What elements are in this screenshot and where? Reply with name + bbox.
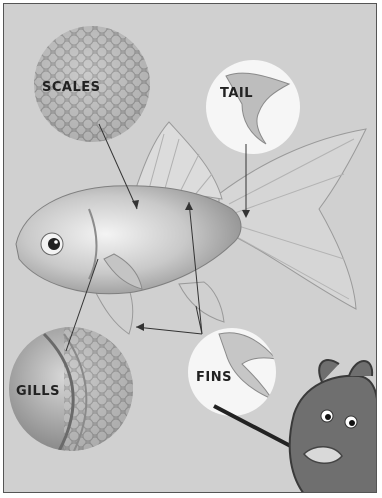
diagram-frame: SCALES TAIL GILLS FINS: [3, 3, 377, 493]
label-tail: TAIL: [220, 86, 253, 101]
label-gills: GILLS: [16, 384, 60, 399]
fish-tail: [219, 129, 366, 309]
label-scales: SCALES: [42, 80, 101, 95]
goldfish-diagram-svg: [4, 4, 377, 493]
anal-fin: [179, 282, 224, 322]
label-fins: FINS: [196, 370, 232, 385]
ventral-fin: [94, 289, 133, 334]
tail-zoom-circle: [206, 60, 300, 154]
